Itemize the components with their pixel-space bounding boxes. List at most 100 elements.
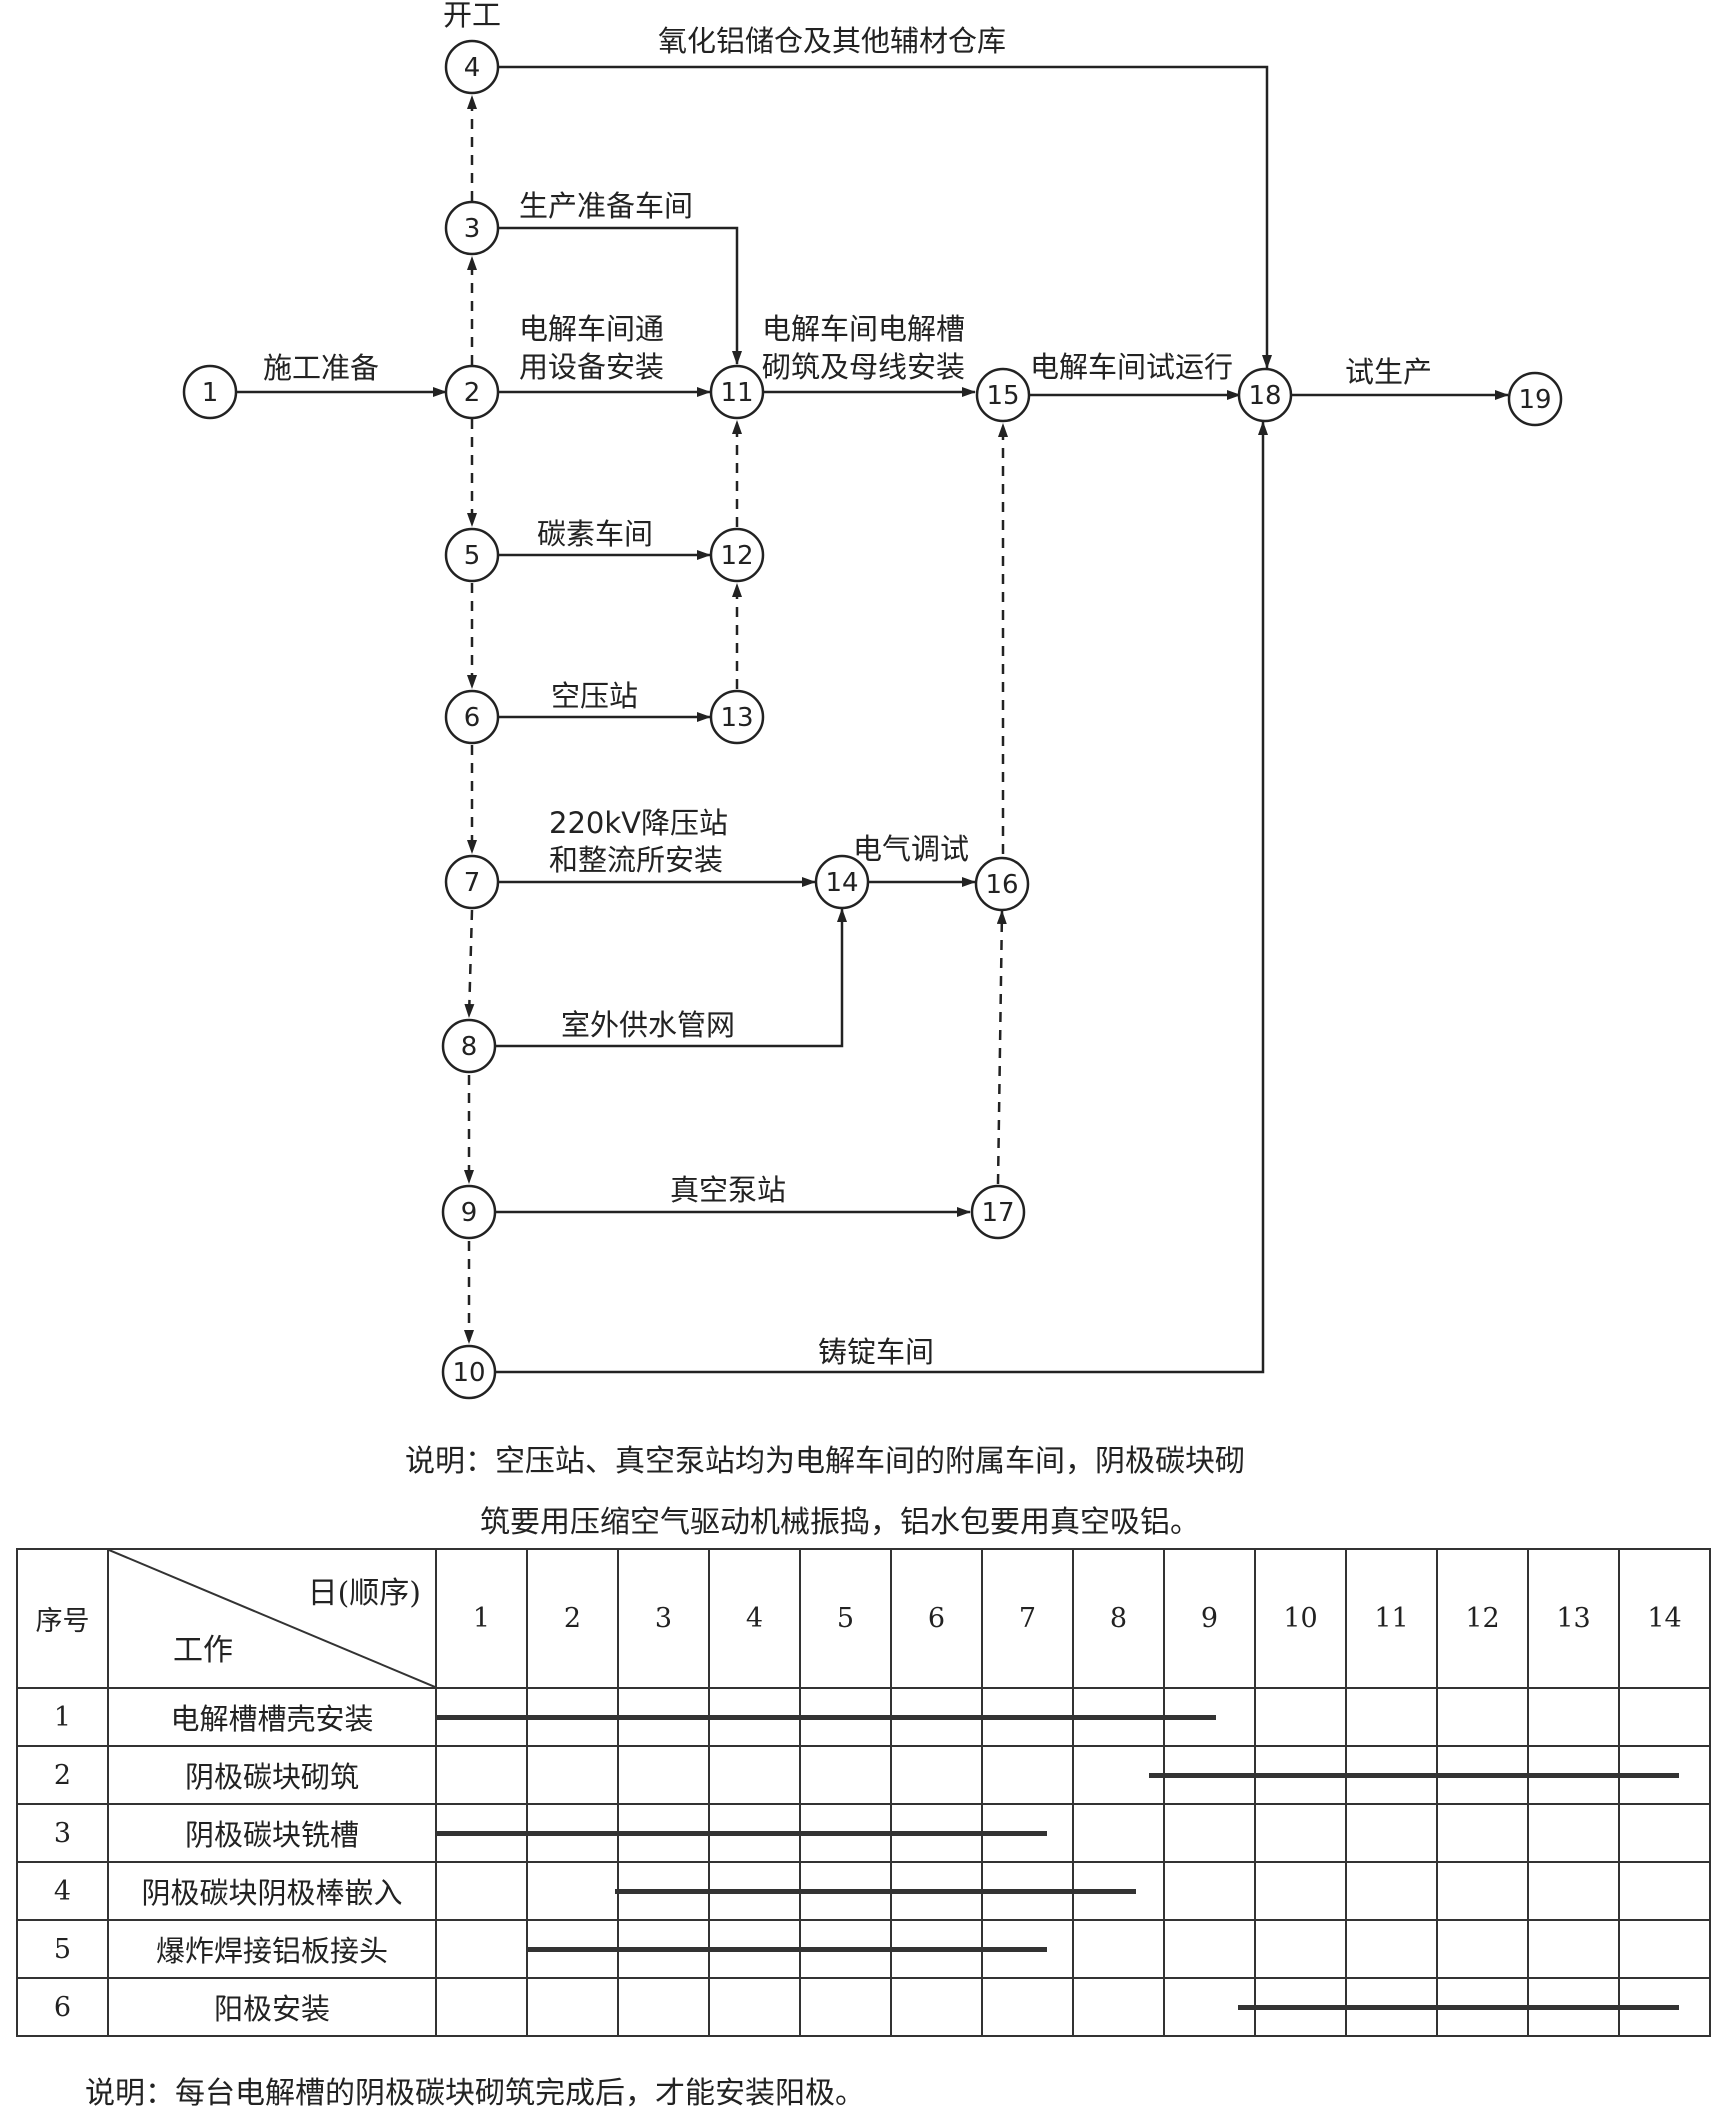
day-cell [1254,1745,1347,1805]
day-cell [1345,1803,1438,1863]
label-carbon-shop: 碳素车间 [537,517,653,551]
network-note-line1: 说明：空压站、真空泵站均为电解车间的附属车间，阴极碳块砌 [405,1444,1245,1479]
day-cell [1618,1919,1711,1979]
dummy-17-16 [996,910,1007,1185]
day-cell [890,1977,983,2037]
label-trial-production: 试生产 [1345,355,1432,389]
dummy-7-8 [464,909,475,1018]
day-cell [981,1977,1074,2037]
day-cell [1254,1687,1347,1747]
day-cell [435,1745,1679,1805]
header-work-day: 日(顺序) 工作 [107,1548,437,1689]
row-work-name: 阴极碳块砌筑 [107,1745,437,1805]
label-substation-1: 220kV降压站 [549,806,728,840]
day-cell [799,1919,892,1979]
day-cell [526,1745,619,1805]
day-cell [708,1977,801,2037]
day-cell [1436,1745,1529,1805]
day-cell [435,1977,1679,2037]
label-construction-prep: 施工准备 [263,351,379,385]
day-cell [526,1919,619,1979]
day-cell [708,1803,801,1863]
day-cell [1163,1861,1256,1921]
day-cell [1072,1745,1165,1805]
day-cell [799,1803,892,1863]
day-cell [1254,1977,1347,2037]
node-14-label: 14 [825,868,858,898]
day-cell [1254,1803,1347,1863]
node-4 [444,39,500,95]
node-19-label: 19 [1518,385,1551,415]
node-7-label: 7 [464,868,481,898]
day-cell [1436,1861,1529,1921]
node-1-label: 1 [202,378,219,408]
node-5-label: 5 [464,541,481,571]
day-cell [1072,1919,1165,1979]
day-cell [799,1745,892,1805]
day-cell [981,1803,1074,1863]
day-cell [1163,1803,1256,1863]
node-18-label: 18 [1248,381,1281,411]
day-cell [1436,1919,1529,1979]
day-cell [526,1803,619,1863]
row-work-name: 爆炸焊接铝板接头 [107,1919,437,1979]
header-day-label: 日(顺序) [307,1576,421,1611]
day-cell [617,1745,710,1805]
label-cell-masonry-2: 砌筑及母线安装 [762,350,965,384]
row-number: 4 [16,1861,109,1921]
day-cell [617,1803,710,1863]
node-3 [444,200,500,256]
day-cell [617,1861,710,1921]
node-10 [441,1344,497,1400]
node-6-label: 6 [464,703,481,733]
day-cell [1345,1977,1438,2037]
node-17 [970,1184,1026,1240]
row-number: 3 [16,1803,109,1863]
day-cell [1527,1977,1620,2037]
node-8-label: 8 [461,1032,478,1062]
day-cell [1072,1803,1165,1863]
node-16 [974,856,1030,912]
header-day-14: 14 [1618,1548,1711,1689]
day-cell [1163,1745,1256,1805]
row-work-name: 阴极碳块阴极棒嵌入 [107,1861,437,1921]
day-cell [1072,1977,1165,2037]
node-2-label: 2 [464,378,481,408]
network-note-line2: 筑要用压缩空气驱动机械振捣，铝水包要用真空吸铝。 [480,1505,1200,1540]
day-cell [1072,1687,1165,1747]
day-cell [435,1919,1048,1979]
day-cell [708,1745,801,1805]
day-cell [1436,1977,1529,2037]
day-cell [1527,1687,1620,1747]
node-1 [182,364,238,420]
node-15-label: 15 [986,381,1019,411]
day-cell [1163,1687,1256,1747]
day-cell [1527,1803,1620,1863]
label-water-supply: 室外供水管网 [561,1008,735,1042]
day-cell [1618,1861,1711,1921]
row-number: 1 [16,1687,109,1747]
arrow-4-18 [499,65,1272,369]
label-general-equipment-1: 电解车间通 [519,312,664,346]
day-cell [1345,1861,1438,1921]
day-cell [435,1803,1048,1863]
day-cell [1345,1919,1438,1979]
node-9-label: 9 [461,1198,478,1228]
node-2 [444,364,500,420]
header-day-10: 10 [1254,1548,1347,1689]
day-cell [1345,1745,1438,1805]
day-cell [1436,1803,1529,1863]
row-work-name: 阴极碳块铣槽 [107,1803,437,1863]
day-cell [1618,1687,1711,1747]
day-cell [708,1861,801,1921]
day-cell [799,1687,892,1747]
label-start-work: 开工 [443,0,501,32]
header-day-5: 5 [799,1548,892,1689]
day-cell [981,1919,1074,1979]
day-cell [1618,1803,1711,1863]
header-day-4: 4 [708,1548,801,1689]
